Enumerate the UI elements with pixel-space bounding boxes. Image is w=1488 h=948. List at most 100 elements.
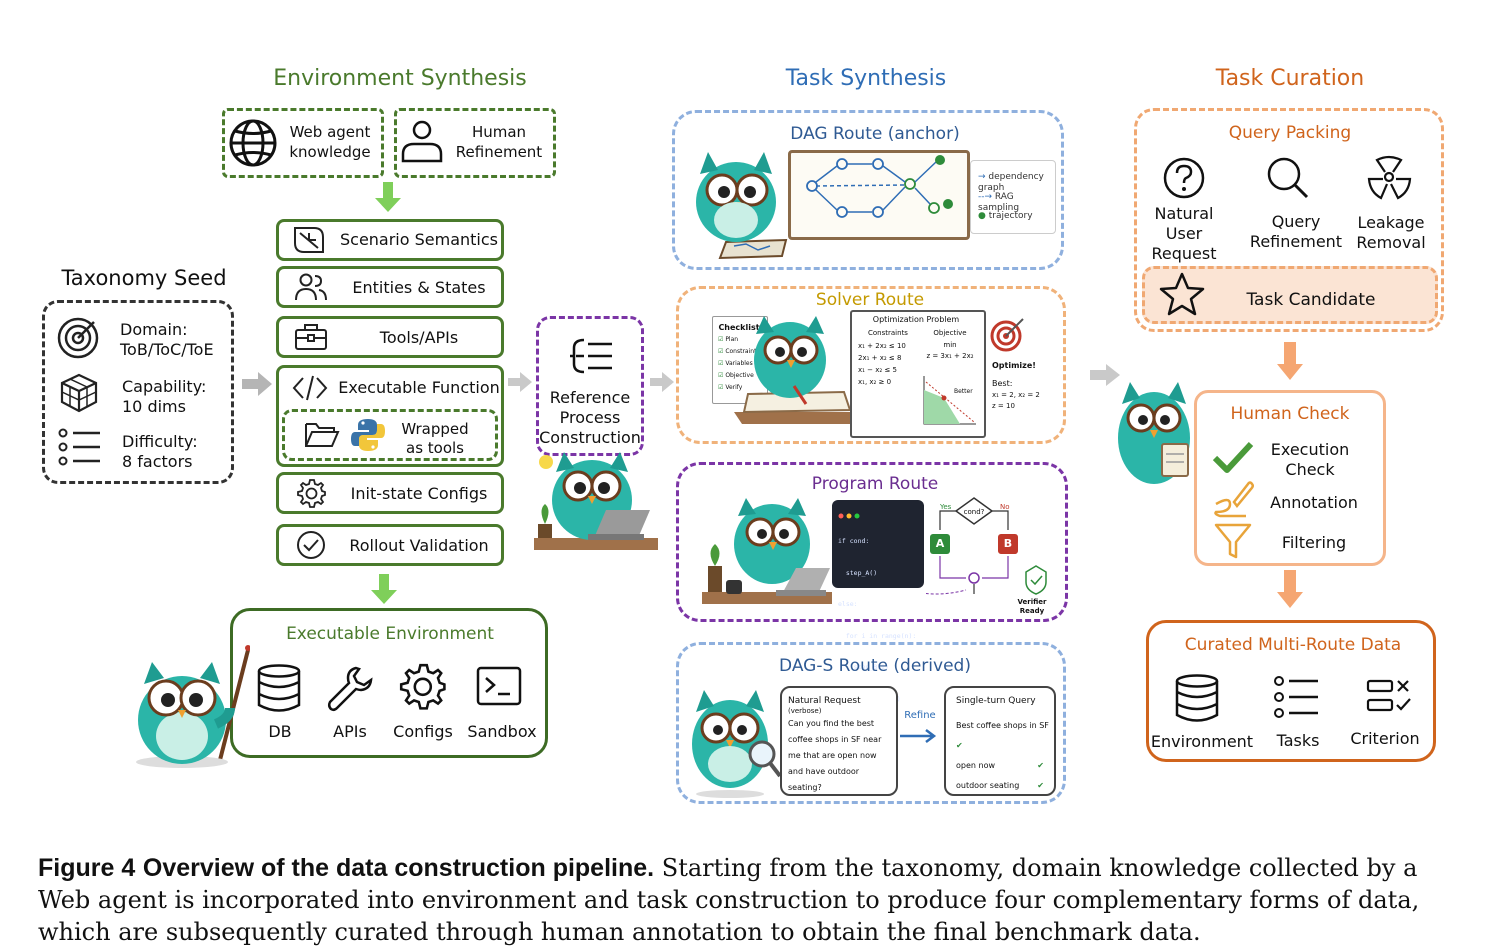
constraints-title: Constraints <box>868 329 908 337</box>
constraint-row: 2x₁ + x₂ ≤ 8 <box>858 354 902 362</box>
wrapped-tools-box <box>282 409 498 461</box>
code-line: if cond: <box>838 537 870 545</box>
gear-icon <box>296 478 326 508</box>
executable-env-box <box>230 608 548 758</box>
program-route-title: Program Route <box>811 474 939 494</box>
best-value: z = 10 <box>992 402 1015 410</box>
task-section-title: Task Synthesis <box>785 66 947 91</box>
dags-route-title: DAG-S Route (derived) <box>779 656 971 676</box>
taxonomy-box <box>42 300 234 484</box>
constraint-row: x₁ + 2x₂ ≤ 10 <box>858 342 906 350</box>
wrapped-label: Wrapped as tools <box>401 420 469 457</box>
arrow-steps-to-env <box>370 574 398 610</box>
folder-icon <box>304 420 340 448</box>
star-icon <box>1158 271 1206 317</box>
solver-route-box <box>676 286 1066 444</box>
step-rollout-label: Rollout Validation <box>349 536 489 555</box>
objective-list: min z = 3x₁ + 2x₂ <box>922 340 978 362</box>
curated-tasks-label: Tasks <box>1276 731 1320 750</box>
terminal-icon <box>476 666 522 706</box>
human-check-box <box>1194 390 1386 566</box>
solver-route-title: Solver Route <box>815 290 925 310</box>
users-icon <box>294 272 328 302</box>
single-query-items: Best coffee shops in SF ✔ open now ✔ out… <box>956 716 1050 796</box>
human-check-title: Human Check <box>1230 404 1350 424</box>
dag-route-box <box>672 110 1064 270</box>
optimization-title: Optimization Problem <box>872 315 960 324</box>
web-knowledge-box <box>222 108 384 178</box>
dag-graph <box>806 155 953 218</box>
single-query-bubble <box>944 686 1056 796</box>
exec-env-configs-label: Configs <box>393 722 453 741</box>
environment-db-icon <box>1174 674 1220 722</box>
task-candidate-box <box>1142 266 1438 324</box>
step-tools-label: Tools/APIs <box>379 328 459 347</box>
dag-legend-trajectory: ● trajectory <box>978 211 1033 221</box>
objective-row: min <box>943 341 957 349</box>
leakage-removal-label: Leakage Removal <box>1356 213 1426 252</box>
dag-route-title: DAG Route (anchor) <box>790 124 960 144</box>
query-packing-box <box>1134 108 1444 332</box>
web-knowledge-label: Web agent knowledge <box>289 123 371 161</box>
step-init-label: Init-state Configs <box>350 484 488 503</box>
single-query-title: Single-turn Query <box>956 696 1036 706</box>
exec-env-sandbox-label: Sandbox <box>467 722 537 741</box>
question-icon <box>1162 156 1206 200</box>
constraints-list: x₁ + 2x₂ ≤ 10 2x₁ + x₂ ≤ 8 x₁ − x₂ ≤ 5 x… <box>858 340 924 388</box>
toolbox-icon <box>294 323 328 351</box>
constraint-row: x₁, x₂ ≥ 0 <box>858 378 892 386</box>
curated-criterion-label: Criterion <box>1350 729 1420 748</box>
leaf-icon <box>292 225 326 255</box>
checklist-item: ☑ Verify <box>718 384 743 391</box>
optimization-board <box>850 310 986 438</box>
funnel-icon <box>1214 522 1252 560</box>
exec-env-apis-label: APIs <box>333 722 367 741</box>
code-line: step_B(i) <box>838 663 889 671</box>
target-arrow-icon <box>990 316 1026 352</box>
objective-row: z = 3x₁ + 2x₂ <box>926 352 974 360</box>
objective-title: Objective <box>933 329 967 337</box>
dag-legend-rag: --→ RAG sampling <box>978 192 1020 213</box>
checklist-item: ☑ Variables <box>718 360 753 367</box>
query-refinement-label: Query Refinement <box>1249 212 1343 251</box>
curated-data-title: Curated Multi-Route Data <box>1184 635 1402 655</box>
dags-route-box <box>676 642 1066 804</box>
owl-notepad-illustration <box>1110 372 1202 496</box>
dag-board <box>788 150 970 240</box>
criterion-icon <box>1366 678 1412 714</box>
no-label: No <box>1000 503 1010 511</box>
single-query-item: Best coffee shops in SF ✔ <box>956 721 1049 750</box>
arrow-tasks-to-curation <box>1090 362 1122 392</box>
taxonomy-difficulty-label: Difficulty: 8 factors <box>122 432 198 471</box>
curation-section-title: Task Curation <box>1215 66 1365 91</box>
executable-env-title: Executable Environment <box>286 624 494 644</box>
task-candidate-label: Task Candidate <box>1246 290 1376 310</box>
yes-label: Yes <box>940 503 952 511</box>
cond-label: cond? <box>963 508 985 516</box>
filtering-label: Filtering <box>1281 533 1347 552</box>
reference-process-box <box>536 316 644 456</box>
solver-checklist-items: ☑ Plan ☑ Constraints ☑ Variables ☑ Objec… <box>718 334 764 394</box>
dag-legend-dependency: → dependency graph <box>978 172 1044 193</box>
magnifier-icon <box>1266 156 1310 200</box>
taxonomy-title: Taxonomy Seed <box>61 266 227 290</box>
natural-request-text: Can you find the best coffee shops in SF… <box>788 719 882 792</box>
check-icon <box>1212 440 1254 474</box>
natural-request-tag: (verbose) <box>788 707 822 715</box>
branch-b-label: B <box>1003 537 1013 550</box>
arrow-check-to-curated <box>1276 570 1304 614</box>
better-label: Better <box>954 388 973 395</box>
step-entities-label: Entities & States <box>352 278 486 297</box>
owl-program-illustration <box>702 496 832 614</box>
owl-solver-illustration <box>734 316 864 430</box>
reference-process-label: Reference Process Construction <box>539 388 641 447</box>
checklist-item: ☑ Constraints <box>718 348 760 355</box>
step-rollout <box>276 524 504 566</box>
database-icon <box>256 664 302 712</box>
dag-legend <box>970 160 1056 234</box>
execution-check-label: Execution Check <box>1270 440 1350 479</box>
figure-caption: Figure 4 Overview of the data constructi… <box>38 852 1454 948</box>
code-editor-dots <box>838 504 878 519</box>
step-tools <box>276 316 504 358</box>
arrow-knowledge-to-steps <box>374 182 402 218</box>
